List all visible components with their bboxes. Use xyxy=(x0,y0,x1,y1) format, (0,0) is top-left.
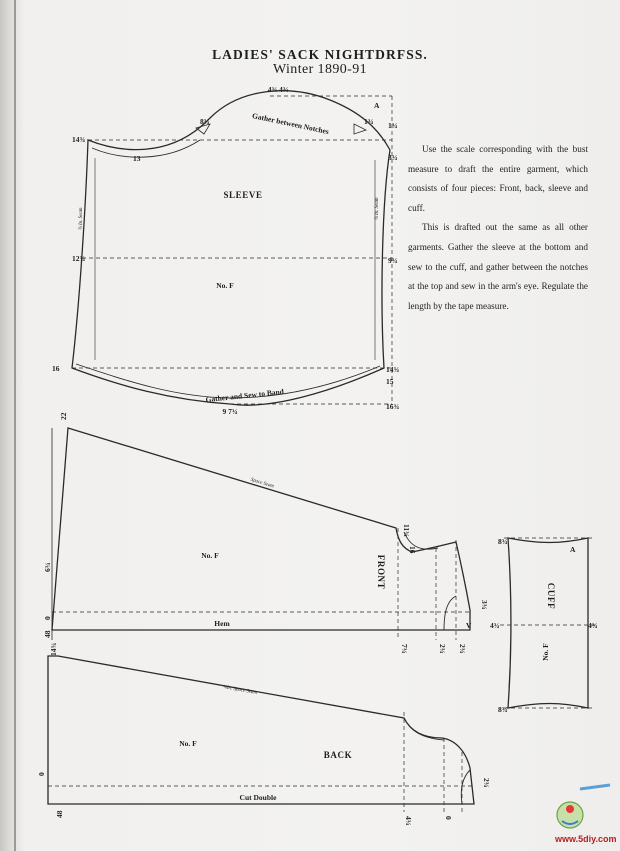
instructions-text: Use the scale corresponding with the bus… xyxy=(408,140,588,316)
front-measure-left-mid: 6¾ xyxy=(43,562,52,572)
back-measure-right: 2¾ xyxy=(482,778,491,788)
sleeve-notch-left xyxy=(195,123,211,135)
cuff-number-label: No. F xyxy=(541,643,550,661)
front-piece xyxy=(51,427,471,640)
front-measure-bottom-right-2: 2¾ xyxy=(438,644,447,654)
back-armhole-curve xyxy=(460,769,471,805)
sleeve-measure-left-4: 16 xyxy=(52,364,60,373)
cuff-measure-left-mid: 4¾ xyxy=(490,621,500,630)
front-v-label: V xyxy=(466,621,472,630)
sleeve-name-label: SLEEVE xyxy=(223,190,262,200)
sleeve-measure-top-center: 4¾ 4¾ xyxy=(268,85,289,94)
back-measure-bottom-right-2: 0 xyxy=(444,816,453,820)
front-hem-label: Hem xyxy=(214,619,230,628)
sleeve-measure-right-2: 3¾ xyxy=(388,153,398,162)
sleeve-measure-top-right: 1¾ xyxy=(364,117,374,126)
front-measure-top-left: 22 xyxy=(59,412,68,420)
back-outline xyxy=(47,655,475,805)
front-measure-bottom-right-3: 2¾ xyxy=(458,644,467,654)
sleeve-number-label: No. F xyxy=(216,281,234,290)
sleeve-armhole-curve xyxy=(91,139,201,158)
sleeve-measure-right-6: 16¾ xyxy=(386,402,400,411)
watermark-logo xyxy=(556,783,611,829)
instructions-paragraph-2: This is drafted out the same as all othe… xyxy=(408,222,588,311)
sleeve-measure-top-left: 8¾ xyxy=(200,117,210,126)
sleeve-measure-right-3: 9¾ xyxy=(388,256,398,265)
front-armhole-curve xyxy=(443,595,457,631)
sleeve-piece xyxy=(71,90,393,406)
sleeve-cuff-curve xyxy=(75,363,381,399)
sleeve-measure-left-2: 13 xyxy=(133,154,141,163)
front-measure-right: 3¾ xyxy=(480,600,489,610)
back-measure-left-mid: 0 xyxy=(37,772,46,776)
cuff-piece xyxy=(500,537,596,709)
back-neck-curve xyxy=(403,717,445,741)
binding-edge xyxy=(14,0,16,851)
sleeve-seam-right-label: ¾ In. Seam xyxy=(375,197,380,220)
front-seam-label: Space Seam xyxy=(250,478,275,490)
watermark-url: www.5diy.com xyxy=(555,834,617,844)
front-number-label: No. F xyxy=(201,551,219,560)
back-measure-bottom-right-1: 4¾ xyxy=(404,816,413,826)
cuff-measure-right-mid: 4¾ xyxy=(588,621,598,630)
sleeve-corner-a: A xyxy=(374,101,380,110)
sleeve-measure-right-4: 14¾ xyxy=(386,365,400,374)
front-name-label: FRONT xyxy=(376,555,386,590)
watermark-smile-icon xyxy=(561,820,579,825)
watermark-dot-icon xyxy=(566,805,574,813)
instructions-paragraph-1: Use the scale corresponding with the bus… xyxy=(408,144,588,213)
back-piece xyxy=(47,655,475,812)
sleeve-seam-left-label: ¾ In. Seam xyxy=(79,207,84,230)
front-measure-bottom-right-1: 7¾ xyxy=(400,644,409,654)
front-measure-neck-1: 11¾ xyxy=(402,524,411,537)
sleeve-notch-right xyxy=(353,123,368,135)
watermark-brush-stroke xyxy=(579,783,611,791)
front-measure-left-bottom: 0 xyxy=(43,616,52,620)
front-measure-bottom-left: 48 xyxy=(43,630,52,638)
sleeve-measure-right-1: 1¾ xyxy=(388,121,398,130)
sleeve-gather-top-label: Gather between Notches xyxy=(251,111,329,136)
sleeve-measure-left-3: 12¾ xyxy=(72,254,86,263)
sleeve-gather-bottom-label: Gather and Sew to Band xyxy=(205,387,285,404)
back-measure-bottom-left: 48 xyxy=(55,810,64,818)
back-cut-double-label: Cut Double xyxy=(240,793,278,802)
sleeve-measure-right-5: 15 xyxy=(386,377,394,386)
sleeve-outline xyxy=(71,90,391,406)
back-number-label: No. F xyxy=(179,739,197,748)
front-neck-curve xyxy=(403,531,439,550)
front-measure-neck-2: 16 xyxy=(408,546,417,554)
cuff-name-label: CUFF xyxy=(546,583,556,609)
back-name-label: BACK xyxy=(324,750,352,760)
cuff-measure-bottom-left: 8¾ xyxy=(498,705,508,714)
sleeve-measure-left-1: 14¾ xyxy=(72,135,86,144)
sleeve-measure-bottom: 9 7¾ xyxy=(223,407,238,416)
document-subtitle: Winter 1890-91 xyxy=(272,62,368,77)
document-title: LADIES' SACK NIGHTDRFSS. xyxy=(212,47,428,62)
front-outline xyxy=(51,427,471,631)
back-measure-top-left: 14¾ xyxy=(49,643,58,657)
cuff-measure-top-left: 8¾ xyxy=(498,537,508,546)
back-seam-label: ¾In. Space Seam xyxy=(223,685,258,696)
cuff-corner-a: A xyxy=(570,545,576,554)
cuff-outline xyxy=(507,537,589,709)
